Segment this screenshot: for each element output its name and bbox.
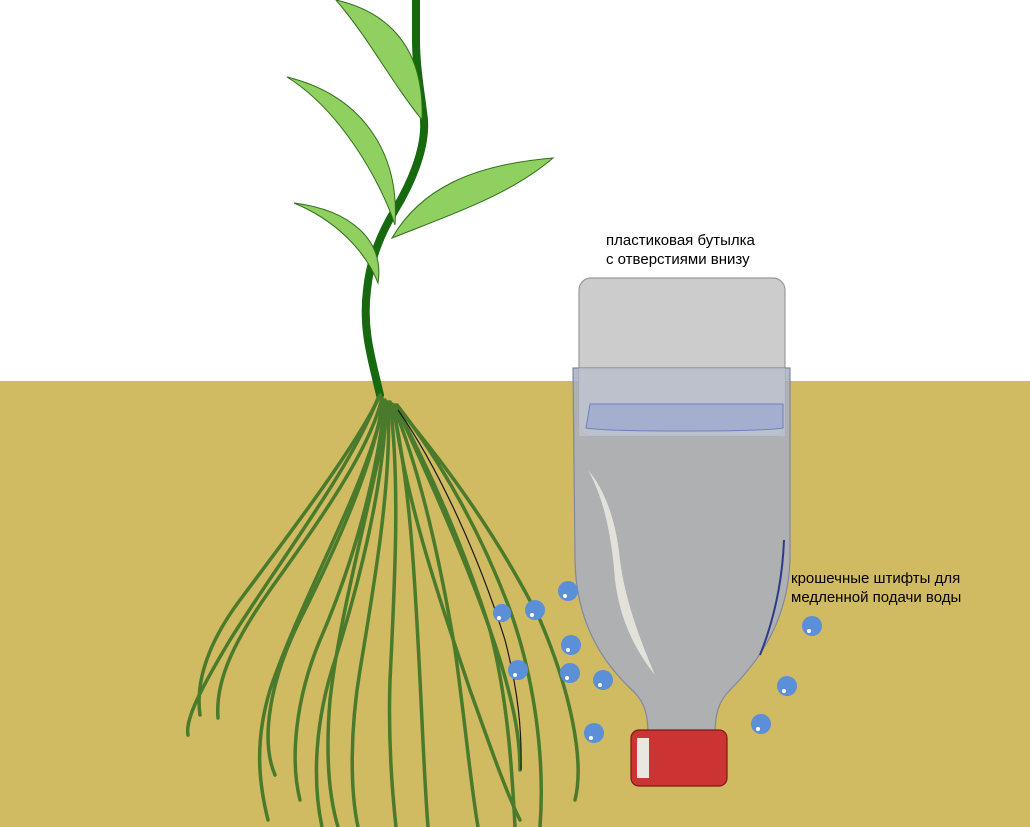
water-surface xyxy=(585,403,784,432)
root xyxy=(387,400,398,827)
root xyxy=(293,398,387,802)
water-drop-icon xyxy=(525,600,545,620)
root xyxy=(215,396,384,720)
plant-icon xyxy=(185,0,580,827)
water-drop-icon xyxy=(802,616,822,636)
label-pins: крошечные штифты для медленной подачи во… xyxy=(791,569,961,607)
water-drop-icon xyxy=(593,670,613,690)
plant-roots xyxy=(185,393,580,827)
label-pins-line2: медленной подачи воды xyxy=(791,589,962,606)
water-drop-icon xyxy=(560,663,580,683)
water-drop-icon xyxy=(751,714,771,734)
water-drop-icon xyxy=(584,723,604,743)
root xyxy=(392,405,522,822)
label-pins-line1: крошечные штифты для xyxy=(791,570,961,587)
leaf-right xyxy=(390,157,555,239)
bottle-cap-highlight xyxy=(637,738,649,778)
water-drop-icon xyxy=(561,635,581,655)
root xyxy=(257,402,386,822)
water-drop-icon xyxy=(508,660,528,680)
root xyxy=(394,404,522,772)
root-thin xyxy=(397,409,522,771)
water-drop-icon xyxy=(558,581,578,601)
bottle-edge xyxy=(759,539,785,656)
leaf-top xyxy=(335,0,423,122)
leaf-upper-left xyxy=(286,76,396,226)
label-bottle-line1: пластиковая бутылка xyxy=(606,232,755,249)
bottle-icon xyxy=(572,277,791,787)
label-bottle: пластиковая бутылка с отверстиями внизу xyxy=(606,231,755,269)
label-bottle-line2: с отверстиями внизу xyxy=(606,251,750,268)
root xyxy=(185,396,380,737)
water-drop-icon xyxy=(777,676,797,696)
water-drop-icon xyxy=(493,604,511,622)
water-drops xyxy=(493,581,822,743)
soil-ground xyxy=(0,381,1030,827)
root xyxy=(350,400,391,827)
bottle-highlight xyxy=(588,470,655,675)
root xyxy=(326,404,391,827)
root xyxy=(197,393,382,717)
bottle-cap-icon xyxy=(630,729,728,787)
leaf-lower-left xyxy=(293,202,380,285)
